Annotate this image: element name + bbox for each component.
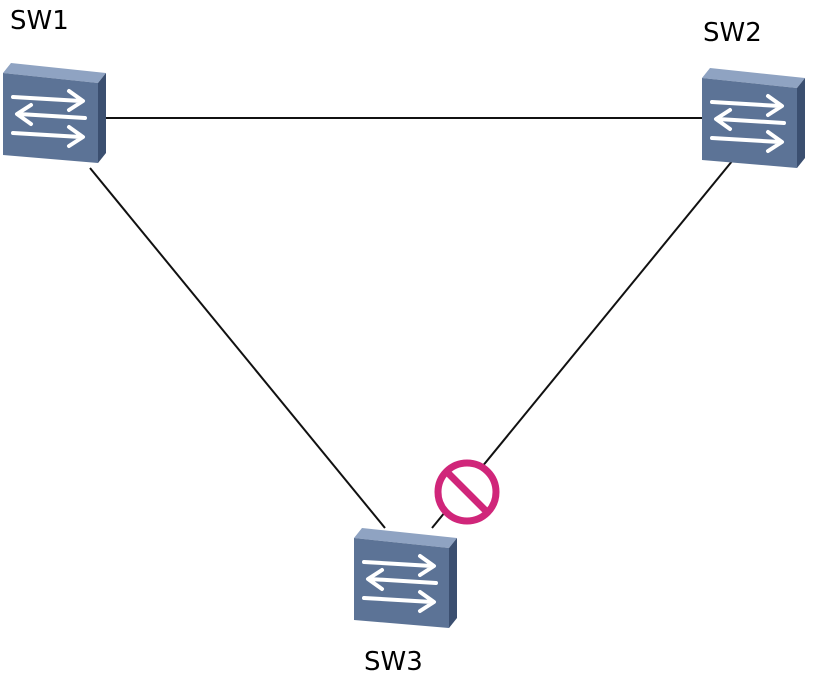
network-switch-icon [352,526,459,630]
switch-sw2[interactable] [700,66,807,170]
switch-sw3[interactable] [352,526,459,630]
link-sw1-sw3 [89,167,386,529]
switch-label-sw3: SW3 [364,647,423,677]
switch-sw1[interactable] [1,61,108,165]
network-switch-icon [1,61,108,165]
switch-label-sw1: SW1 [10,6,69,36]
network-switch-icon [700,66,807,170]
switch-label-sw2: SW2 [703,18,762,48]
blocked-port-icon [434,459,500,525]
links-layer [89,117,734,529]
